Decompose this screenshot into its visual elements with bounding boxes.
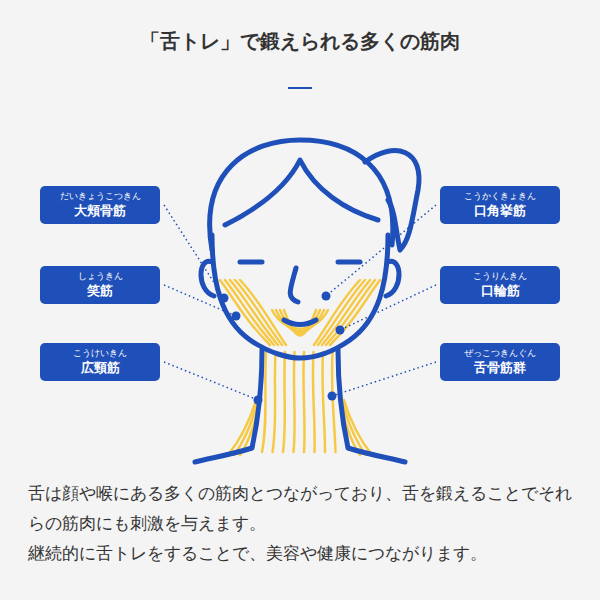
reading-text: こうかくきょきん: [446, 190, 554, 202]
muscle-label-box: こうかくきょきん口角挙筋: [440, 186, 560, 224]
body-text: 舌は顔や喉にある多くの筋肉とつながっており、舌を鍛えることでそれらの筋肉にも刺激…: [28, 478, 576, 538]
muscle-label-box: こうりんきん口輪筋: [440, 266, 560, 304]
muscle-name: 広頸筋: [46, 359, 154, 376]
muscle-name: 口角挙筋: [446, 202, 554, 219]
muscle-label-box: だいきょうこつきん大頬骨筋: [40, 186, 160, 224]
body-text: 継続的に舌トレをすることで、美容や健康につながります。: [28, 538, 576, 568]
muscle-name: 笑筋: [46, 282, 154, 299]
muscle-label-box: しょうきん笑筋: [40, 266, 160, 304]
muscle-strands: [220, 280, 380, 455]
reading-text: ぜっこつきんぐん: [446, 347, 554, 359]
reading-text: こうけいきん: [46, 347, 154, 359]
reading-text: こうりんきん: [446, 270, 554, 282]
muscle-name: 口輪筋: [446, 282, 554, 299]
diagram-title: 「舌トレ」で鍛えられる多くの筋肉: [0, 28, 600, 55]
reading-text: しょうきん: [46, 270, 154, 282]
muscle-name: 舌骨筋群: [446, 359, 554, 376]
reading-text: だいきょうこつきん: [46, 190, 154, 202]
muscle-dots: [220, 292, 345, 405]
muscle-name: 大頬骨筋: [46, 202, 154, 219]
muscle-label-box: ぜっこつきんぐん舌骨筋群: [440, 343, 560, 381]
muscle-label-box: こうけいきん広頸筋: [40, 343, 160, 381]
face-outline: [195, 140, 419, 462]
title-rule: [288, 87, 312, 89]
leader-lines: [164, 205, 436, 400]
